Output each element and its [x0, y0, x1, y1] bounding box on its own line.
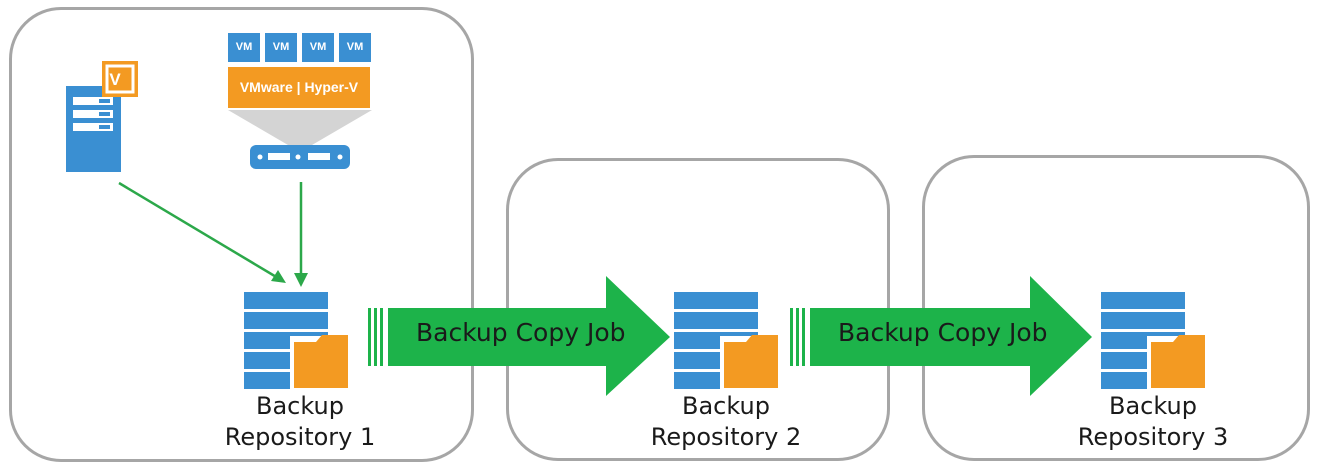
repository-label-1: Backup Repository 1 [210, 391, 390, 453]
repository-label-2-line2: Repository 2 [650, 423, 802, 451]
repository-label-1-line2: Repository 1 [224, 423, 376, 451]
vm-box-4: VM [339, 33, 371, 62]
copy-job-label-1: Backup Copy Job [416, 318, 626, 347]
agent-badge: V [109, 70, 121, 89]
hypervisor-bar: VMware | Hyper-V [228, 67, 370, 108]
repository-label-3-line1: Backup [1109, 392, 1197, 420]
repository-label-2: Backup Repository 2 [636, 391, 816, 453]
repository-icon-1 [244, 292, 350, 389]
repository-label-2-line1: Backup [682, 392, 770, 420]
copy-job-arrow-2 [790, 276, 1092, 396]
vm-box-3: VM [302, 33, 334, 62]
agent-server-icon [66, 61, 138, 172]
repository-label-3: Backup Repository 3 [1063, 391, 1243, 453]
copy-job-arrow-1 [368, 276, 670, 396]
backup-proxy-icon [228, 110, 372, 169]
copy-job-label-2: Backup Copy Job [838, 318, 1048, 347]
repository-icon-3 [1101, 292, 1207, 389]
vm-box-2: VM [265, 33, 297, 62]
repository-label-1-line1: Backup [256, 392, 344, 420]
repository-icon-2 [674, 292, 780, 389]
data-flow-arrows [118, 181, 308, 287]
repository-label-3-line2: Repository 3 [1077, 423, 1229, 451]
vm-box-1: VM [228, 33, 260, 62]
